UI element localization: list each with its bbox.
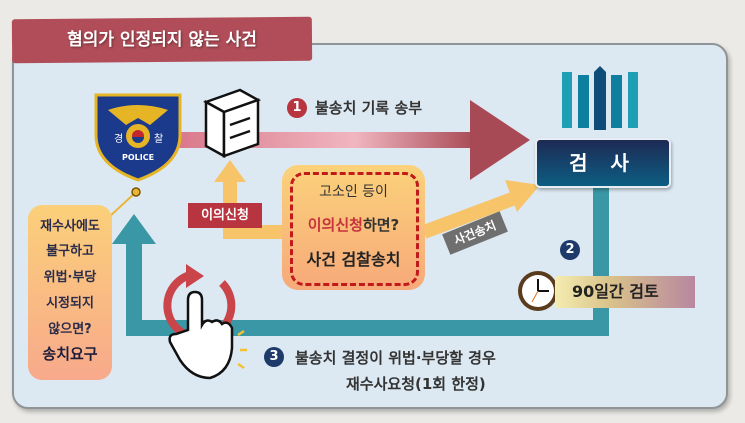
center-line1: 고소인 등이 — [319, 184, 388, 200]
step1-label: 불송치 기록 송부 — [315, 99, 423, 117]
center-box-dashed-border — [290, 172, 419, 286]
connector-line — [107, 191, 137, 219]
connector-dot — [131, 187, 141, 197]
step2-label: 90일간 검토 — [572, 282, 659, 301]
reinvestigation-arrow-head — [112, 214, 156, 244]
left-emphasis: 송치요구 — [42, 345, 98, 363]
left-line: 위법·부당 — [43, 270, 97, 285]
police-badge-icon — [94, 93, 182, 182]
left-line: 시정되지 — [46, 296, 94, 311]
center-line3: 사건 검찰송치 — [306, 250, 401, 269]
objection-tag: 이의신청 — [188, 203, 262, 228]
pointing-hand-icon — [168, 290, 234, 380]
left-line: 재수사에도 — [40, 219, 100, 234]
objection-arrow-head — [214, 160, 246, 182]
prosecution-logo-icon — [562, 66, 638, 130]
step3-line1: 불송치 결정이 위법·부당할 경우 — [295, 349, 496, 367]
click-sparks-icon — [237, 329, 247, 370]
police-label-bottom: POLICE — [122, 153, 154, 162]
center-line2-rest: 하면? — [362, 216, 400, 234]
step3-badge: 3 — [264, 347, 284, 367]
center-box — [282, 165, 425, 290]
document-stack-icon — [202, 88, 262, 159]
transfer-arrow-head — [505, 180, 540, 212]
police-label-left: 경 — [114, 132, 123, 145]
review-tag — [555, 276, 695, 308]
repeat-arrow-head — [186, 264, 204, 288]
police-label-right: 찰 — [154, 133, 163, 145]
objection-path — [223, 180, 292, 239]
left-line: 불구하고 — [46, 244, 94, 259]
step3-line2: 재수사요청(1회 한정) — [346, 375, 486, 393]
center-line2: 이의신청하면? — [282, 214, 425, 235]
record-arrow-head — [470, 100, 530, 180]
prosecutor-box: 검 사 — [535, 138, 671, 188]
left-box — [28, 205, 112, 380]
step2-badge: 2 — [560, 240, 580, 260]
center-line2-highlight: 이의신청 — [307, 216, 363, 234]
step1-badge: 1 — [287, 98, 307, 118]
clock-icon — [518, 271, 558, 311]
transfer-path — [421, 191, 518, 239]
reinvestigation-path — [126, 185, 609, 336]
page-title: 혐의가 인정되지 않는 사건 — [67, 30, 257, 50]
left-line: 않으면? — [48, 322, 92, 337]
